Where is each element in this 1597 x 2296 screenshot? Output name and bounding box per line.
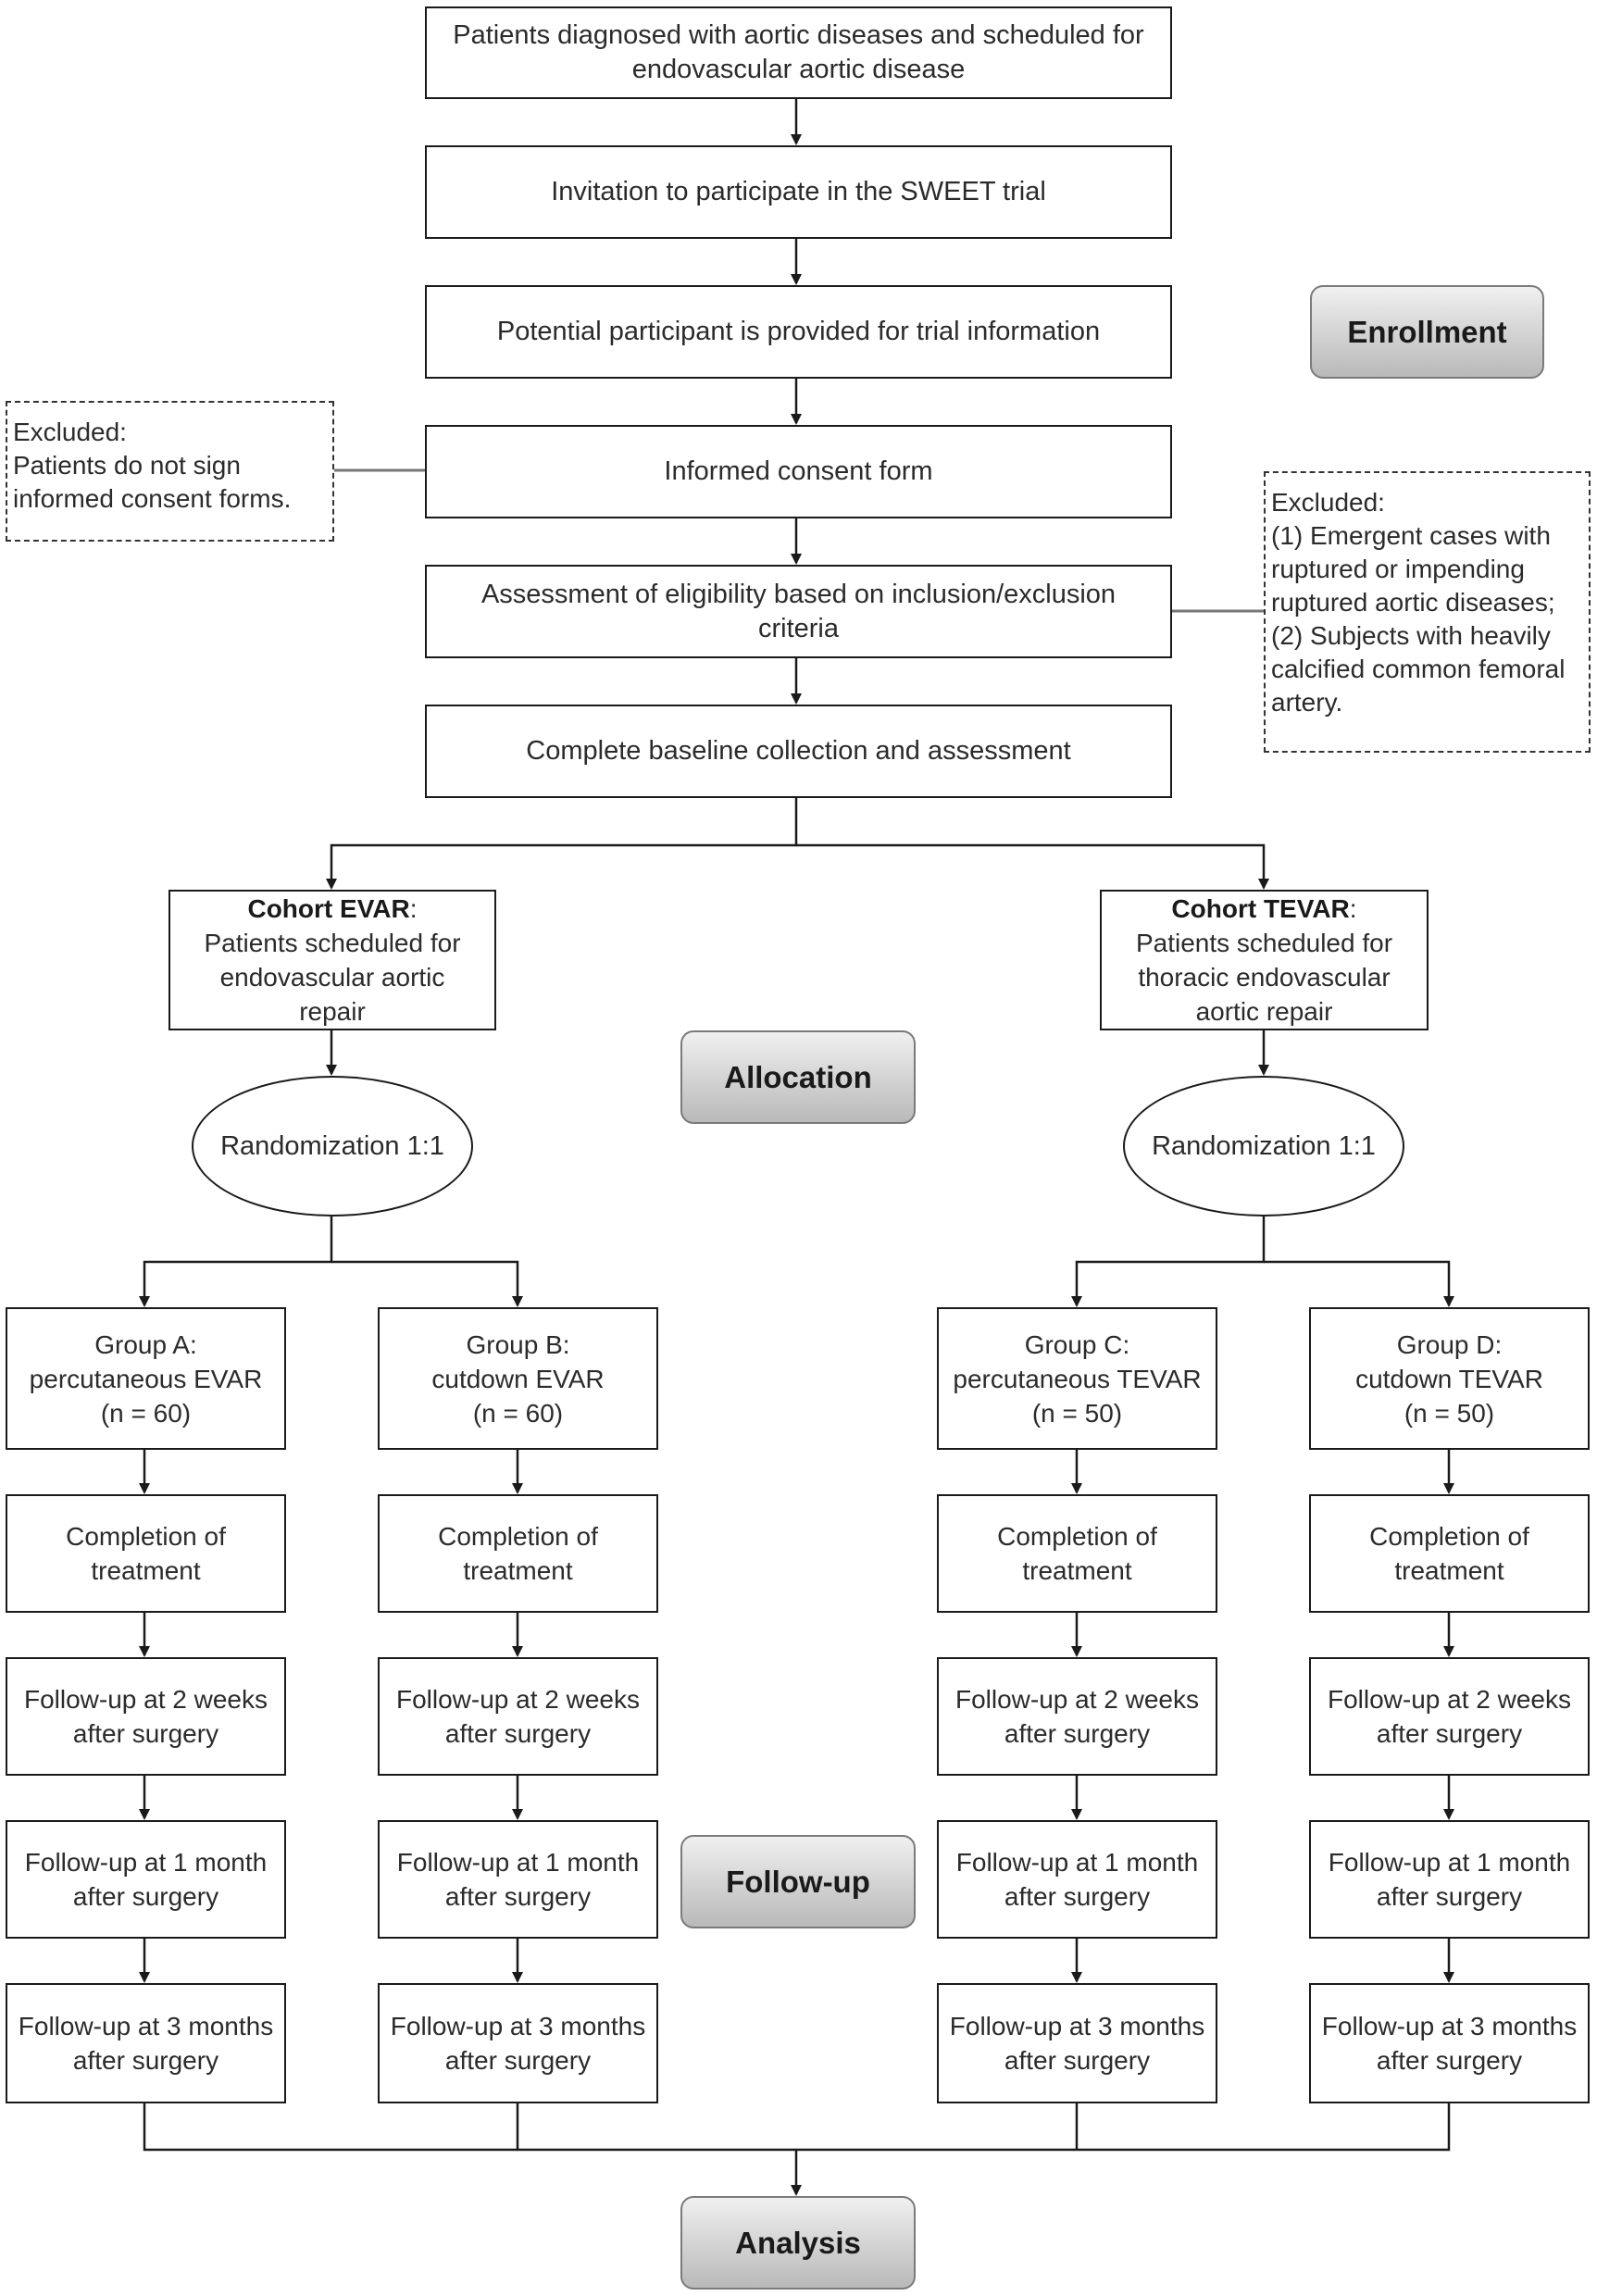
- group-d: Group D: cutdown TEVAR (n = 50): [1309, 1307, 1590, 1450]
- group-d-title: Group D:: [1396, 1329, 1503, 1359]
- excluded-no-consent: Excluded: Patients do not sign informed …: [6, 401, 334, 542]
- group-a-title: Group A:: [94, 1329, 197, 1359]
- group-d-completion: Completion of treatment: [1309, 1494, 1590, 1613]
- excluded-ineligible: Excluded: (1) Emergent cases with ruptur…: [1264, 471, 1591, 753]
- stage-enrollment: Enrollment: [1310, 285, 1544, 379]
- step-eligibility-assessment: Assessment of eligibility based on inclu…: [425, 565, 1172, 658]
- group-c: Group C: percutaneous TEVAR (n = 50): [937, 1307, 1217, 1450]
- split-tevar-group-d: [1264, 1260, 1454, 1307]
- step-informed-consent: Informed consent form: [425, 425, 1172, 518]
- group-d-followup-1-month: Follow-up at 1 month after surgery: [1309, 1820, 1590, 1939]
- step-diagnosed-patients: Patients diagnosed with aortic diseases …: [425, 6, 1172, 99]
- cohort-tevar: Cohort TEVAR: Patients scheduled for tho…: [1100, 890, 1429, 1030]
- group-b: Group B: cutdown EVAR (n = 60): [378, 1307, 658, 1450]
- split-evar-group-b: [331, 1260, 523, 1307]
- cohort-evar: Cohort EVAR: Patients scheduled for endo…: [168, 890, 496, 1030]
- group-c-title: Group C:: [1024, 1329, 1130, 1359]
- stage-followup: Follow-up: [680, 1835, 916, 1928]
- randomization-evar: Randomization 1:1: [192, 1076, 473, 1217]
- group-b-title: Group B:: [466, 1329, 570, 1359]
- group-d-followup-2-weeks: Follow-up at 2 weeks after surgery: [1309, 1657, 1590, 1776]
- group-b-followup-1-month: Follow-up at 1 month after surgery: [378, 1820, 658, 1939]
- group-c-arm: percutaneous TEVAR: [953, 1364, 1202, 1393]
- randomization-tevar: Randomization 1:1: [1123, 1076, 1404, 1217]
- stage-analysis: Analysis: [680, 2196, 916, 2290]
- group-d-followup-3-months: Follow-up at 3 months after surgery: [1309, 1983, 1590, 2103]
- cohort-evar-desc: Patients scheduled for endovascular aort…: [204, 929, 461, 1026]
- split-evar-groups: [139, 1217, 333, 1307]
- group-c-followup-2-weeks: Follow-up at 2 weeks after surgery: [937, 1657, 1217, 1776]
- cohort-tevar-name: Cohort TEVAR: [1171, 894, 1350, 923]
- group-a-followup-1-month: Follow-up at 1 month after surgery: [6, 1820, 286, 1939]
- group-a-arm: percutaneous EVAR: [29, 1364, 263, 1393]
- cohort-tevar-colon: :: [1349, 894, 1357, 923]
- group-a-followup-2-weeks: Follow-up at 2 weeks after surgery: [6, 1657, 286, 1776]
- group-c-n: (n = 50): [1031, 1398, 1123, 1428]
- group-c-followup-3-months: Follow-up at 3 months after surgery: [937, 1983, 1217, 2103]
- group-d-arm: cutdown TEVAR: [1355, 1364, 1543, 1393]
- group-b-followup-3-months: Follow-up at 3 months after surgery: [378, 1983, 658, 2103]
- split-to-cohorts: [326, 798, 798, 890]
- column-arrows: [139, 1450, 1454, 1983]
- step-trial-information: Potential participant is provided for tr…: [425, 285, 1172, 379]
- cohort-tevar-desc: Patients scheduled for thoracic endovasc…: [1135, 929, 1393, 1026]
- group-a: Group A: percutaneous EVAR (n = 60): [6, 1307, 286, 1450]
- cohort-evar-name: Cohort EVAR: [247, 894, 410, 923]
- group-c-completion: Completion of treatment: [937, 1494, 1217, 1613]
- group-d-n: (n = 50): [1404, 1398, 1495, 1428]
- group-b-n: (n = 60): [472, 1398, 564, 1428]
- cohort-evar-colon: :: [409, 894, 418, 923]
- group-c-followup-1-month: Follow-up at 1 month after surgery: [937, 1820, 1217, 1939]
- split-to-tevar: [796, 843, 1269, 890]
- group-a-followup-3-months: Follow-up at 3 months after surgery: [6, 1983, 286, 2103]
- group-b-completion: Completion of treatment: [378, 1494, 658, 1613]
- step-baseline-collection: Complete baseline collection and assessm…: [425, 705, 1172, 798]
- stage-allocation: Allocation: [680, 1030, 916, 1124]
- group-b-followup-2-weeks: Follow-up at 2 weeks after surgery: [378, 1657, 658, 1776]
- group-a-n: (n = 60): [100, 1398, 192, 1428]
- step-invitation: Invitation to participate in the SWEET t…: [425, 145, 1172, 239]
- group-b-arm: cutdown EVAR: [431, 1364, 605, 1393]
- merge-to-analysis: [143, 2103, 1451, 2152]
- split-tevar-groups: [1071, 1217, 1266, 1307]
- group-a-completion: Completion of treatment: [6, 1494, 286, 1613]
